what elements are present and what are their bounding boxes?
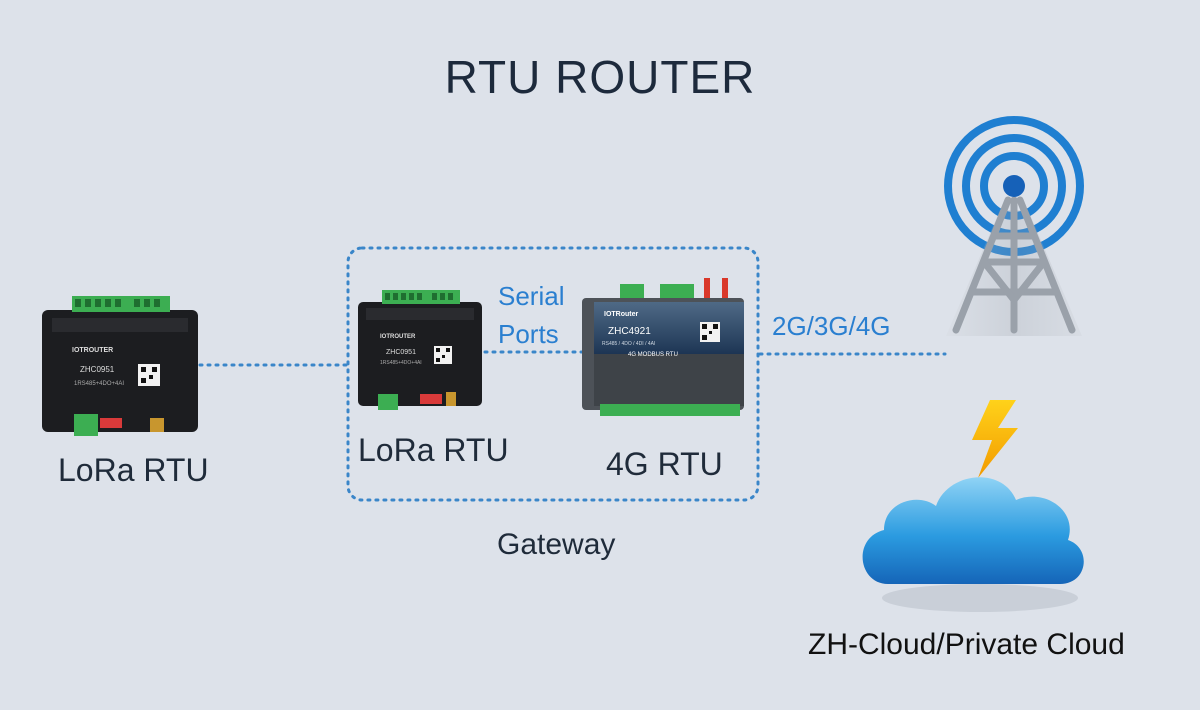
gateway-lora-rtu-label: LoRa RTU: [358, 432, 509, 468]
page-title: RTU ROUTER: [444, 51, 756, 103]
left-rtu-brand: IOTROUTER: [72, 347, 113, 354]
4g-rtu-label: 4G RTU: [606, 446, 723, 482]
serial-ports-line-1: Serial: [498, 281, 565, 311]
left-lora-rtu-device: IOTROUTER ZHC0951 1RS485+4DO+4AI: [42, 296, 198, 436]
serial-ports-line-2: Ports: [498, 319, 559, 349]
antenna-tower-icon: [944, 116, 1084, 336]
left-rtu-spec: 1RS485+4DO+4AI: [74, 381, 124, 387]
left-rtu-model: ZHC0951: [80, 365, 115, 374]
4g-rtu-spec: RS485 / 4DO / 4DI / 4AI: [602, 341, 655, 347]
gateway-lora-spec: 1RS485+4DO+4AI: [380, 360, 422, 366]
network-label: 2G/3G/4G: [772, 311, 891, 341]
4g-rtu-model: ZHC4921: [608, 326, 651, 337]
gateway-box: [346, 246, 760, 502]
4g-rtu-sub: 4G MODBUS RTU: [628, 352, 678, 358]
gateway-label: Gateway: [497, 528, 616, 561]
gateway-lora-brand: IOTROUTER: [380, 334, 416, 340]
serial-ports-label: Serial Ports: [498, 277, 564, 353]
4g-rtu-brand: IOTRouter: [604, 311, 638, 318]
gateway-lora-model: ZHC0951: [386, 349, 416, 356]
lightning-icon: [972, 400, 1018, 478]
gateway-4g-rtu-device: IOTRouter ZHC4921 RS485 / 4DO / 4DI / 4A…: [582, 278, 744, 416]
cloud-icon: [862, 477, 1084, 612]
gateway-lora-rtu-device: IOTROUTER ZHC0951 1RS485+4DO+4AI: [358, 290, 482, 410]
cloud-label: ZH-Cloud/Private Cloud: [808, 628, 1125, 661]
left-lora-rtu-label: LoRa RTU: [58, 452, 209, 488]
